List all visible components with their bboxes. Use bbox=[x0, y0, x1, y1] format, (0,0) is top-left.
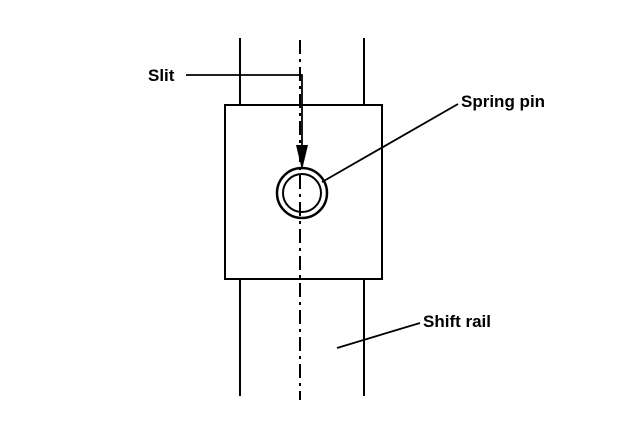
shift-rail-leader-line bbox=[336, 322, 421, 349]
spring-pin-leader-line bbox=[321, 103, 459, 183]
slit-leader-line bbox=[186, 74, 303, 150]
spring-pin-label: Spring pin bbox=[461, 92, 545, 111]
shift-rail-label: Shift rail bbox=[423, 312, 491, 331]
slit-arrowhead bbox=[296, 145, 308, 170]
spring-pin-inner bbox=[282, 173, 322, 213]
fork-block bbox=[224, 104, 383, 280]
slit-label: Slit bbox=[148, 66, 175, 85]
